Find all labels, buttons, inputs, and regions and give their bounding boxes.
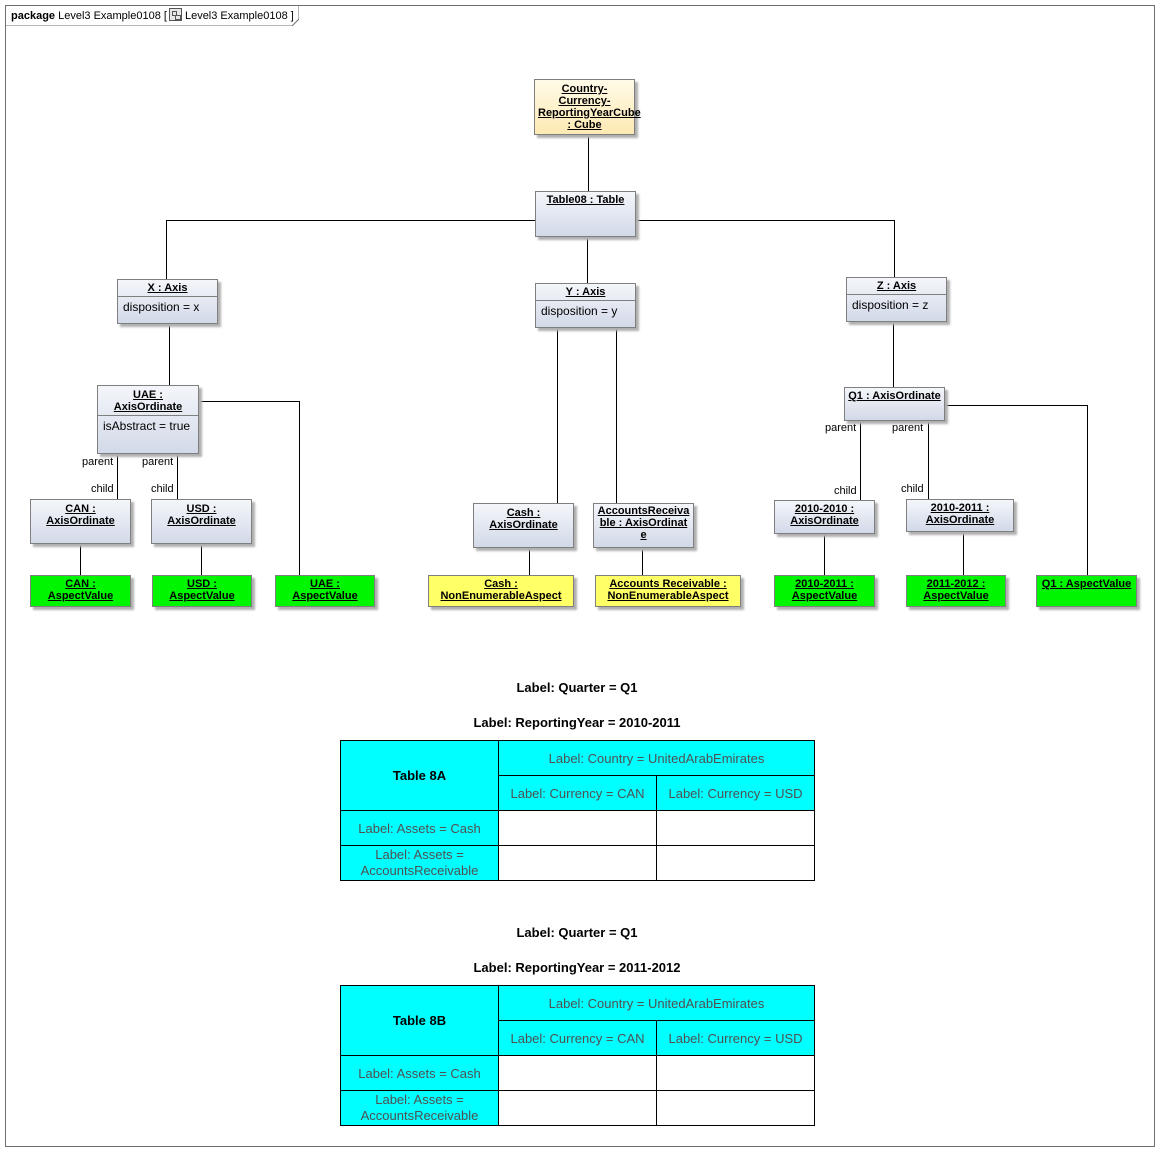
q1-ordinate-title: Q1 : AxisOrdinate [848,390,941,402]
accounts-receivable-non-enumerable-aspect-node[interactable]: Accounts Receivable : NonEnumerableAspec… [595,575,741,607]
table-8a-cell [656,845,815,881]
year-2010-2011-aspect-value-title: 2010-2011 : AspectValue [791,578,858,602]
y-axis-disposition: disposition = y [536,300,635,321]
table-8a-currency-can-header: Label: Currency = CAN [498,775,657,811]
role-child-2011: child [901,483,924,495]
package-frame [5,5,1155,1147]
class-diagram-icon [168,8,182,21]
year-2010-2010-ordinate-node[interactable]: 2010-2010 : AxisOrdinate [774,500,875,534]
z-axis-disposition: disposition = z [847,294,946,315]
cube-node-title: Country-Currency-ReportingYearCube : Cub… [538,83,641,131]
x-axis-node[interactable]: X : Axis disposition = x [117,279,218,324]
table-8a-currency-usd-header: Label: Currency = USD [656,775,815,811]
q1-ordinate-node[interactable]: Q1 : AxisOrdinate [844,387,945,421]
year-2011-2012-aspect-value-node[interactable]: 2011-2012 : AspectValue [906,575,1006,607]
year-2010-2010-ordinate-title: 2010-2010 : AxisOrdinate [790,503,859,527]
table-8b-currency-usd-header: Label: Currency = USD [656,1020,815,1056]
table-8a-cell [498,845,657,881]
year-2010-2011-ordinate-node[interactable]: 2010-2011 : AxisOrdinate [906,499,1014,532]
table-8a-year-label: Label: ReportingYear = 2010-2011 [473,715,681,730]
z-axis-node[interactable]: Z : Axis disposition = z [846,277,947,322]
accounts-receivable-non-enumerable-aspect-title: Accounts Receivable : NonEnumerableAspec… [607,578,729,602]
table-8b-title: Table 8B [340,985,499,1056]
cube-node[interactable]: Country-Currency-ReportingYearCube : Cub… [534,79,641,135]
table-8a-cell [656,810,815,846]
cash-ordinate-node[interactable]: Cash : AxisOrdinate [473,503,574,548]
package-keyword: package [11,10,56,22]
uae-ordinate-node[interactable]: UAE : AxisOrdinate isAbstract = true [97,385,199,454]
role-child-can: child [91,483,114,495]
table-8b-country-header: Label: Country = UnitedArabEmirates [498,985,815,1021]
table-8b-currency-can-header: Label: Currency = CAN [498,1020,657,1056]
table-8a: Table 8A Label: Country = UnitedArabEmir… [340,740,815,881]
table-8b-cell [498,1055,657,1091]
can-aspect-value-node[interactable]: CAN : AspectValue [30,575,131,607]
role-parent-usd: parent [142,456,174,468]
uae-ordinate-title: UAE : AxisOrdinate [113,389,183,413]
table-8b: Table 8B Label: Country = UnitedArabEmir… [340,985,815,1126]
role-child-usd: child [151,483,174,495]
table-8a-cell [498,810,657,846]
usd-aspect-value-title: USD : AspectValue [169,578,235,602]
accounts-receivable-ordinate-node[interactable]: AccountsReceivable : AxisOrdinate [593,503,694,548]
package-tab-label: package Level3 Example0108 [ Level3 Examp… [11,8,294,22]
cash-non-enumerable-aspect-node[interactable]: Cash : NonEnumerableAspect [428,575,574,607]
role-child-2010: child [834,485,857,497]
table-8a-country-header: Label: Country = UnitedArabEmirates [498,740,815,776]
table-node[interactable]: Table08 : Table [535,191,636,237]
table-8a-title: Table 8A [340,740,499,811]
accounts-receivable-ordinate-title: AccountsReceivable : AxisOrdinate [597,505,690,541]
year-2011-2012-aspect-value-title: 2011-2012 : AspectValue [923,578,989,602]
package-tab [5,5,299,26]
can-aspect-value-title: CAN : AspectValue [47,578,114,602]
y-axis-title: Y : Axis [565,286,606,298]
q1-aspect-value-title: Q1 : AspectValue [1041,578,1132,590]
can-ordinate-node[interactable]: CAN : AxisOrdinate [30,499,131,544]
usd-ordinate-node[interactable]: USD : AxisOrdinate [151,499,252,544]
table-8b-row-cash: Label: Assets = Cash [340,1055,499,1091]
uae-aspect-value-title: UAE : AspectValue [292,578,358,602]
table-8a-quarter-label: Label: Quarter = Q1 [516,680,638,695]
connector-lines [80,136,1088,575]
package-name: Level3 Example0108 [ [58,10,167,22]
role-parent-can: parent [82,456,114,468]
table-node-title: Table08 : Table [546,194,625,206]
role-parent-2011: parent [892,422,924,434]
z-axis-title: Z : Axis [876,280,917,292]
table-8b-cell [656,1055,815,1091]
table-8b-row-accounts-receivable: Label: Assets = AccountsReceivable [340,1090,499,1126]
usd-aspect-value-node[interactable]: USD : AspectValue [152,575,252,607]
can-ordinate-title: CAN : AxisOrdinate [46,503,115,527]
uae-ordinate-abstract: isAbstract = true [98,415,198,436]
diagram-name: Level3 Example0108 ] [184,10,294,22]
x-axis-title: X : Axis [147,282,188,294]
year-2010-2011-ordinate-title: 2010-2011 : AxisOrdinate [925,502,995,526]
role-parent-2010: parent [825,422,857,434]
cash-ordinate-title: Cash : AxisOrdinate [489,507,558,531]
table-8a-row-cash: Label: Assets = Cash [340,810,499,846]
year-2010-2011-aspect-value-node[interactable]: 2010-2011 : AspectValue [774,575,875,607]
table-8b-cell [498,1090,657,1126]
q1-aspect-value-node[interactable]: Q1 : AspectValue [1036,575,1137,607]
uae-aspect-value-node[interactable]: UAE : AspectValue [275,575,375,607]
y-axis-node[interactable]: Y : Axis disposition = y [535,283,636,328]
table-8b-year-label: Label: ReportingYear = 2011-2012 [473,960,681,975]
table-8b-quarter-label: Label: Quarter = Q1 [516,925,638,940]
table-8a-row-accounts-receivable: Label: Assets = AccountsReceivable [340,845,499,881]
x-axis-disposition: disposition = x [118,296,217,317]
usd-ordinate-title: USD : AxisOrdinate [167,503,236,527]
cash-non-enumerable-aspect-title: Cash : NonEnumerableAspect [440,578,562,602]
table-8b-cell [656,1090,815,1126]
